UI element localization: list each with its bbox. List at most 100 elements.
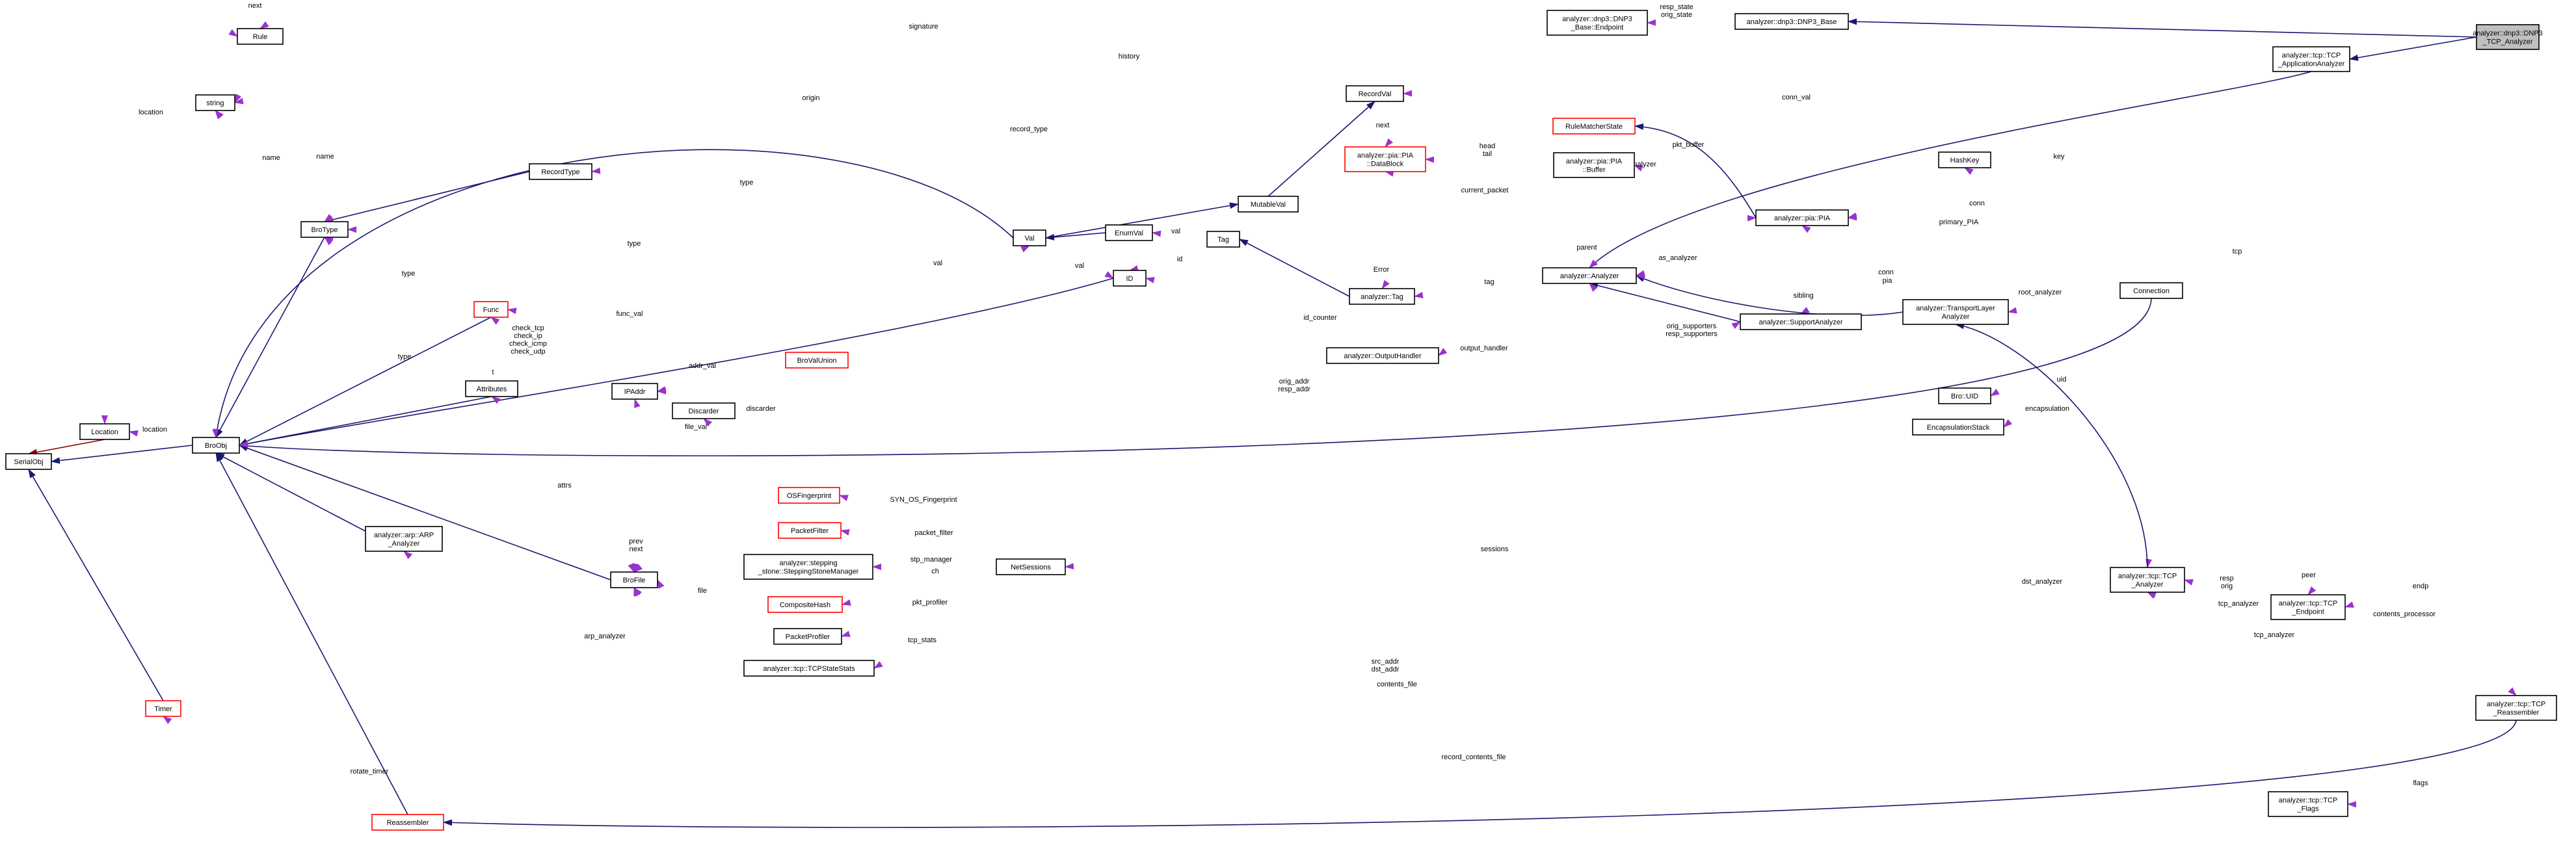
edge-label-orig_resp_supporters: orig_supporters xyxy=(1667,322,1717,330)
class-node-rule[interactable]: Rule xyxy=(237,28,284,45)
class-node-string[interactable]: string xyxy=(195,94,235,111)
class-node-tcp_analyzer[interactable]: analyzer::tcp::TCP_Analyzer xyxy=(2110,567,2185,593)
class-node-broobj[interactable]: BroObj xyxy=(192,437,240,454)
class-node-label: Analyzer xyxy=(1942,313,1970,321)
nodes-layer: analyzer::dnp3::DNP3_TCP_Analyzeranalyze… xyxy=(5,10,2557,831)
class-node-attributes[interactable]: Attributes xyxy=(465,380,518,397)
class-node-arp[interactable]: analyzer::arp::ARP_Analyzer xyxy=(365,526,443,552)
class-node-brotype[interactable]: BroType xyxy=(300,221,349,238)
usage-edge-string-broobj xyxy=(212,428,219,438)
class-node-label: Connection xyxy=(2133,287,2170,295)
class-node-encapsulationstack[interactable]: EncapsulationStack xyxy=(1912,419,2004,436)
usage-edge-tcp_app-tcp_analyzer xyxy=(2145,558,2153,568)
inheritance-edge-id-broobj xyxy=(239,278,1114,447)
class-node-netsessions[interactable]: NetSessions xyxy=(996,558,1066,575)
class-node-rulematcherstate[interactable]: RuleMatcherState xyxy=(1552,118,1636,135)
class-node-location[interactable]: Location xyxy=(79,423,130,440)
class-node-brovalunion[interactable]: BroValUnion xyxy=(785,352,849,369)
class-node-analyzer_tag[interactable]: analyzer::Tag xyxy=(1349,288,1415,305)
class-node-recordval[interactable]: RecordVal xyxy=(1346,85,1404,102)
edge-label-parent: parent xyxy=(1576,244,1597,252)
class-node-func[interactable]: Func xyxy=(473,301,509,318)
edge-label-tcp_analyzer_lbl: tcp_analyzer xyxy=(2218,600,2259,608)
class-node-tcp_app[interactable]: analyzer::tcp::TCP_ApplicationAnalyzer xyxy=(2272,46,2350,72)
class-node-val[interactable]: Val xyxy=(1013,229,1046,246)
class-node-label: analyzer::dnp3::DNP3 xyxy=(2473,30,2543,38)
class-node-recordtype[interactable]: RecordType xyxy=(529,163,592,180)
class-node-label: _Endpoint xyxy=(2291,608,2324,616)
class-node-label: BroFile xyxy=(623,577,646,584)
class-node-outputhandler[interactable]: analyzer::OutputHandler xyxy=(1326,347,1439,364)
class-node-packetfilter[interactable]: PacketFilter xyxy=(778,522,842,539)
class-node-tcpstatestats[interactable]: analyzer::tcp::TCPStateStats xyxy=(743,660,875,677)
usage-edge-connection-recordval xyxy=(1403,90,1413,97)
class-node-brofile[interactable]: BroFile xyxy=(610,571,658,588)
class-node-label: Func xyxy=(483,306,499,314)
class-node-reassembler[interactable]: Reassembler xyxy=(371,814,444,831)
class-node-mutableval[interactable]: MutableVal xyxy=(1238,196,1299,213)
edge-label-orig_resp_addr: orig_addr xyxy=(1279,378,1310,385)
edge-label-resp_orig: resp xyxy=(2220,575,2233,582)
class-node-id[interactable]: ID xyxy=(1113,270,1147,287)
edge-label-attrs2: attrs xyxy=(557,482,572,489)
class-node-enumval[interactable]: EnumVal xyxy=(1105,224,1153,241)
class-node-osfp[interactable]: OSFingerprint xyxy=(778,487,840,504)
class-node-ipaddr[interactable]: IPAddr xyxy=(611,383,658,400)
usage-edge-netsessions-brofile xyxy=(657,579,665,589)
class-node-pia_buffer[interactable]: analyzer::pia::PIA::Buffer xyxy=(1553,152,1635,178)
usage-edge-analyzer_tag-analyzer_tag xyxy=(1381,280,1390,289)
class-node-label: BroObj xyxy=(205,442,227,450)
edge-label-src_dst_addr: dst_addr xyxy=(1372,666,1400,673)
class-node-stepping[interactable]: analyzer::stepping_stone::SteppingStoneM… xyxy=(743,554,873,580)
edge-labels-layer: resp_stateorig_statetcpnextlocationlocat… xyxy=(139,2,2436,787)
class-node-label: EnumVal xyxy=(1115,229,1143,237)
class-node-label: _Analyzer xyxy=(2131,581,2164,589)
class-node-supportanalyzer[interactable]: analyzer::SupportAnalyzer xyxy=(1740,313,1862,330)
class-node-dnp3_base[interactable]: analyzer::dnp3::DNP3_Base xyxy=(1734,13,1849,30)
edge-label-id: id xyxy=(1177,255,1183,263)
edge-label-analyzer_lbl: analyzer xyxy=(1629,161,1656,168)
edge-label-src_dst_addr: src_addr xyxy=(1372,658,1400,666)
inheritance-edge-func-broobj xyxy=(239,317,492,446)
class-node-pia[interactable]: analyzer::pia::PIA xyxy=(1755,209,1849,226)
usage-edge-brovalunion-brofile xyxy=(632,563,639,573)
edge-label-addr_val: addr_val xyxy=(689,362,716,370)
edge-label-location: location xyxy=(139,109,163,116)
class-node-discarder[interactable]: Discarder xyxy=(672,402,736,419)
class-node-compositehash[interactable]: CompositeHash xyxy=(767,596,843,613)
class-node-label: NetSessions xyxy=(1011,564,1051,571)
inheritance-edge-tcp_reassembler-reassembler xyxy=(443,720,2517,828)
inheritance-edge-brotype-broobj xyxy=(215,237,325,438)
class-node-dnp3_tcp[interactable]: analyzer::dnp3::DNP3_TCP_Analyzer xyxy=(2473,24,2543,50)
class-node-analyzer[interactable]: analyzer::Analyzer xyxy=(1542,267,1637,284)
class-node-tcp_flags[interactable]: analyzer::tcp::TCP_Flags xyxy=(2268,791,2348,817)
class-node-tcp_reassembler[interactable]: analyzer::tcp::TCP_Reassembler xyxy=(2475,695,2557,721)
class-node-serialobj[interactable]: SerialObj xyxy=(5,453,52,470)
usage-edge-tcp_endpoint-tcp_reassembler xyxy=(2508,687,2517,696)
edge-label-rotate_timer: rotate_timer xyxy=(351,768,389,775)
class-node-tag[interactable]: Tag xyxy=(1206,231,1240,248)
class-node-pia_datablock[interactable]: analyzer::pia::PIA::DataBlock xyxy=(1344,146,1426,172)
class-node-bro_uid[interactable]: Bro::UID xyxy=(1938,387,1991,404)
usage-edge-brofile-timer xyxy=(163,716,172,724)
class-node-label: Timer xyxy=(154,705,172,713)
edge-label-val: val xyxy=(1171,228,1180,235)
usage-edge-analyzer-id xyxy=(1145,277,1155,283)
edge-label-tag: tag xyxy=(1484,278,1494,286)
class-node-label: Bro::UID xyxy=(1951,393,1978,400)
class-node-timer[interactable]: Timer xyxy=(145,700,181,717)
edge-label-endp: endp xyxy=(2413,582,2428,590)
usage-edge-pia-pia_buffer xyxy=(1634,164,1643,172)
edge-label-contents_file: contents_file xyxy=(1377,681,1417,688)
class-node-tcp_endpoint[interactable]: analyzer::tcp::TCP_Endpoint xyxy=(2270,594,2346,620)
edge-label-origin: origin xyxy=(803,94,820,102)
class-node-connection[interactable]: Connection xyxy=(2119,282,2183,299)
class-node-dnp3_endpoint[interactable]: analyzer::dnp3::DNP3_Base::Endpoint xyxy=(1547,10,1648,36)
class-node-hashkey[interactable]: HashKey xyxy=(1938,151,1991,168)
class-node-packetprofiler[interactable]: PacketProfiler xyxy=(773,628,842,645)
usage-edge-connection-hashkey xyxy=(1964,167,1974,176)
class-node-label: analyzer::pia::PIA xyxy=(1566,158,1623,166)
inheritance-edge-tcp_analyzer-transportlayer xyxy=(1955,322,2148,568)
